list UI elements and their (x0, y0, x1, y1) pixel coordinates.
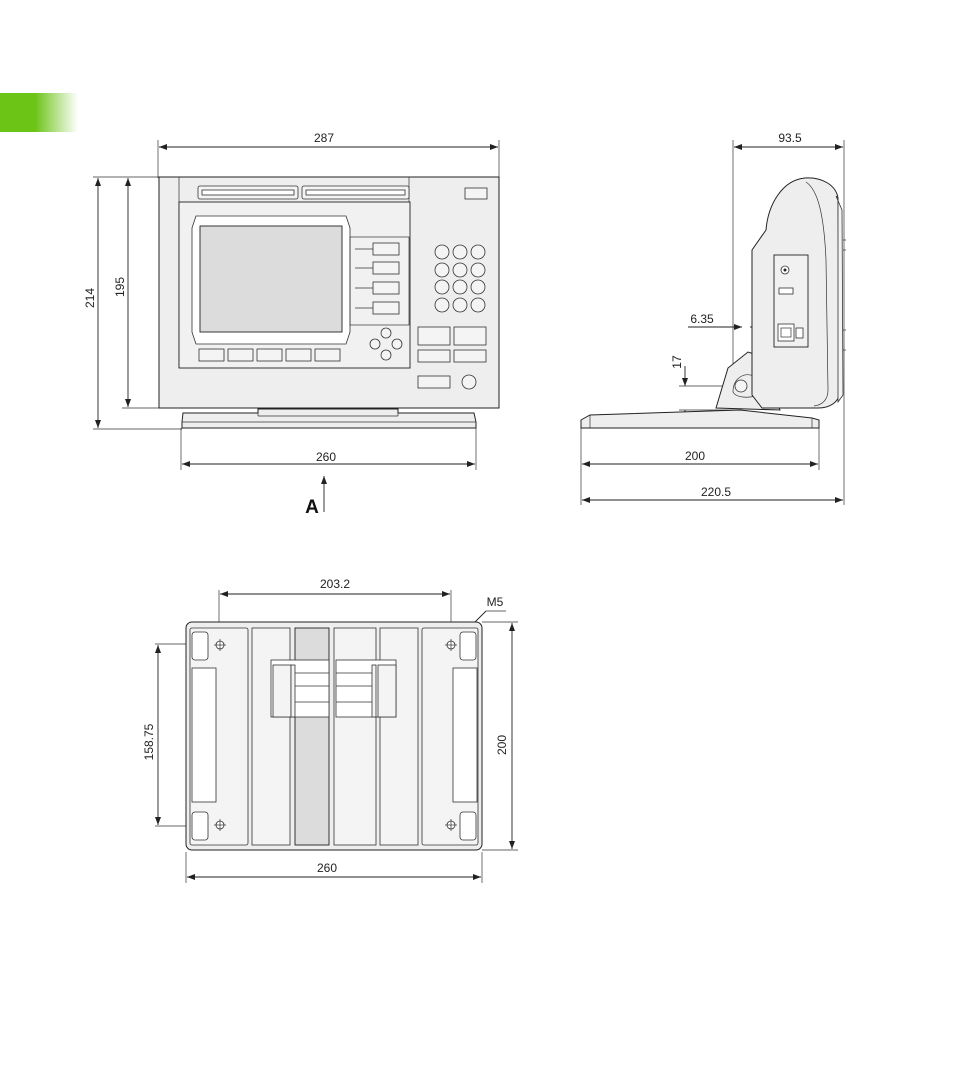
bottom-softkey-2 (227, 348, 254, 362)
mounting-hole-bottom-right (445, 819, 457, 831)
bottom-softkey-5 (314, 348, 341, 362)
side-offset-label: 6.35 (690, 312, 714, 326)
numeric-keypad (434, 244, 486, 313)
hinge-bracket-left (270, 659, 330, 718)
arrow-keypad (369, 327, 403, 361)
side-pivot-height-label: 17 (670, 355, 684, 369)
side-base (580, 409, 820, 429)
rj45-port (777, 323, 795, 342)
front-total-height-label: 214 (83, 288, 97, 308)
chapter-tab (0, 93, 78, 132)
front-base-width-label: 260 (316, 450, 336, 464)
bottom-hole-spacing-y-label: 158.75 (142, 723, 156, 760)
function-key-1 (417, 326, 451, 346)
side-depth-label: 93.5 (778, 131, 802, 145)
side-overall-depth-label: 220.5 (701, 485, 731, 499)
aux-port (795, 327, 804, 339)
hinge-bracket-right (335, 659, 397, 718)
bottom-softkey-1 (198, 348, 225, 362)
function-key-2 (453, 326, 487, 346)
top-slot-right (301, 185, 410, 200)
function-key-4 (453, 349, 487, 363)
mounting-hole-top-right (445, 639, 457, 651)
side-softkey-4 (372, 301, 400, 315)
bottom-thread-label: M5 (487, 595, 504, 609)
bottom-softkey-3 (256, 348, 283, 362)
side-base-depth-label: 200 (685, 449, 705, 463)
side-front-bezel (835, 195, 844, 404)
round-key (461, 374, 477, 390)
side-softkey-2 (372, 261, 400, 275)
bottom-depth-label: 200 (495, 735, 509, 755)
bottom-view: 203.2 M5 158.75 200 260 (142, 577, 518, 883)
front-base (181, 408, 477, 429)
side-softkey-3 (372, 281, 400, 295)
mounting-hole-top-left (214, 639, 226, 651)
pivot-knob (734, 379, 748, 393)
bottom-softkey-4 (285, 348, 312, 362)
top-slot-left (197, 185, 299, 200)
bottom-hole-spacing-x-label: 203.2 (320, 577, 350, 591)
view-a-marker: A (305, 497, 319, 518)
side-view: 93.5 6.35 17 200 220.5 (580, 131, 846, 505)
front-body-height-label: 195 (113, 277, 127, 297)
function-key-5 (417, 375, 451, 389)
function-key-3 (417, 349, 451, 363)
side-switch (778, 287, 794, 295)
front-view: 287 214 195 260 A (83, 131, 500, 518)
bottom-width-label: 260 (317, 861, 337, 875)
side-softkey-1 (372, 242, 400, 256)
softkey-panel (349, 236, 410, 326)
mounting-hole-bottom-left (214, 819, 226, 831)
front-width-label: 287 (314, 131, 334, 145)
power-switch (464, 187, 488, 200)
display-screen (199, 225, 343, 333)
